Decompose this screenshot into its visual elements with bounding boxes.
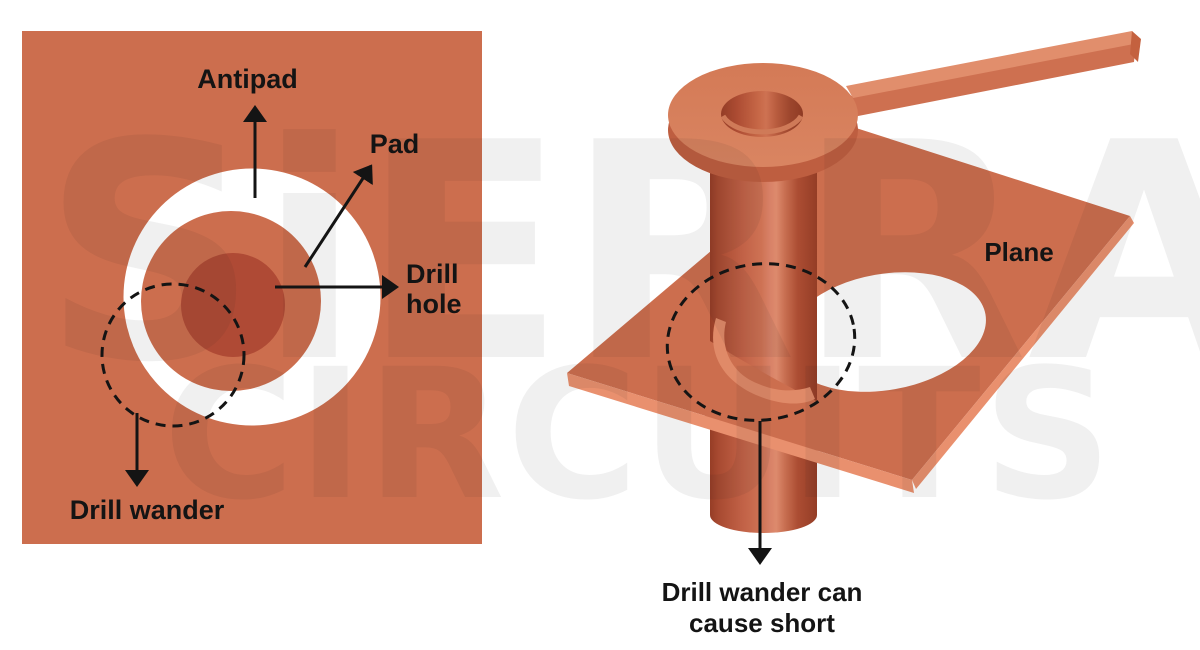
right-3d-view	[567, 31, 1141, 533]
drill-wander-label: Drill wander	[69, 495, 225, 525]
drill-hole-circle	[181, 253, 285, 357]
drill-wander-dashed-ellipse	[665, 262, 857, 422]
hole-rim-highlight	[713, 318, 815, 404]
plane-label: Plane	[984, 237, 1054, 267]
trace-end-cap	[1130, 31, 1141, 62]
via-barrel-tip	[710, 497, 817, 533]
trace-top-face	[846, 31, 1139, 98]
via-hole-inner-highlight	[720, 114, 804, 135]
drill-hole-label: Drill hole	[406, 259, 462, 319]
trace-front-face	[848, 40, 1136, 118]
pad-arrow	[303, 164, 373, 268]
pad-label: Pad	[369, 129, 420, 159]
short-caption-label: Drill wander can cause short	[661, 577, 863, 638]
drill-wander-dashed-circle	[100, 282, 246, 428]
plane-edge-face-left	[567, 373, 914, 493]
via-pad-hole	[721, 91, 803, 137]
plane-clearance-hole	[784, 272, 986, 392]
plane-edge-face-right	[912, 216, 1134, 489]
antipad-label: Antipad	[197, 64, 298, 94]
